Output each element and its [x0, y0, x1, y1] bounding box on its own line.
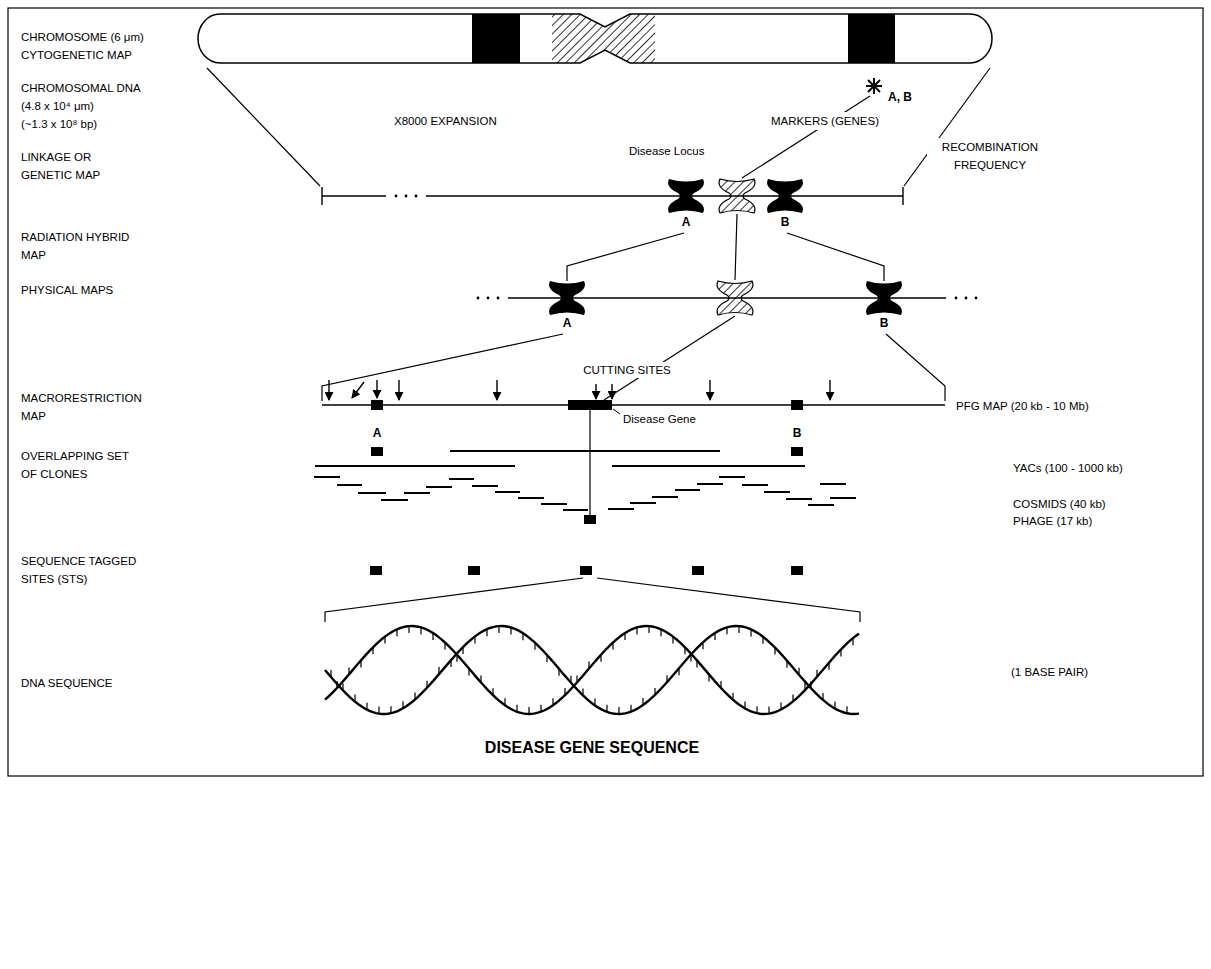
figure-caption: DISEASE GENE SEQUENCE	[484, 738, 700, 758]
scale-note: X8000 EXPANSION	[393, 112, 498, 130]
marker-note: MARKERS (GENES)	[770, 112, 880, 130]
map-level-label: PHYSICAL MAPS	[20, 281, 114, 299]
marker-letter: A	[372, 426, 383, 440]
site-label: CUTTING SITES	[582, 362, 672, 378]
gene-label: Disease Gene	[622, 410, 697, 428]
map-level-label: DNA SEQUENCE	[20, 674, 113, 692]
locus-label: Disease Locus	[628, 142, 705, 160]
map-level-label: CHROMOSOMAL DNA	[20, 79, 142, 97]
map-level-label: SEQUENCE TAGGED SITES (STS)	[20, 552, 156, 588]
marker-letter: A	[562, 316, 573, 330]
clone-note: PHAGE (17 kb)	[1012, 512, 1093, 530]
length-note: (4.8 x 10⁴ μm)	[20, 97, 95, 115]
marker-letter: B	[780, 215, 791, 229]
marker-letter: B	[792, 426, 803, 440]
scale-note: (1 BASE PAIR)	[1010, 663, 1089, 681]
marker-letter: B	[879, 316, 890, 330]
map-level-label: RADIATION HYBRID MAP	[20, 228, 145, 264]
map-level-label: CHROMOSOME (6 μm) CYTOGENETIC MAP	[20, 28, 162, 64]
clone-note: COSMIDS (40 kb)	[1012, 495, 1107, 513]
marker-letter: A	[681, 215, 692, 229]
length-note: (~1.3 x 10⁸ bp)	[20, 115, 98, 133]
clone-note: YACs (100 - 1000 kb)	[1012, 459, 1124, 477]
axis-note: RECOMBINATION FREQUENCY	[927, 138, 1054, 174]
map-level-label: OVERLAPPING SET OF CLONES	[20, 447, 142, 483]
marker-letters: A, B	[887, 90, 913, 104]
map-level-label: MACRORESTRICTION MAP	[20, 389, 158, 425]
map-level-label: LINKAGE OR GENETIC MAP	[20, 148, 122, 184]
scale-note: PFG MAP (20 kb - 10 Mb)	[955, 397, 1090, 415]
